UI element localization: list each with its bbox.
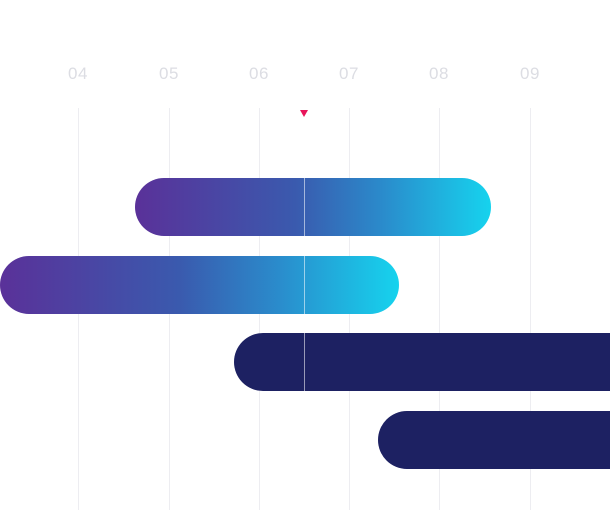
task-bar-2[interactable] [0,256,399,314]
today-marker-icon [300,110,308,117]
today-line-segment [304,333,305,391]
day-label-09: 09 [520,64,540,83]
day-label-07: 07 [339,64,359,83]
gridline-08 [439,108,440,510]
day-label-04: 04 [68,64,88,83]
gridline-09 [530,108,531,510]
today-line-segment [304,256,305,314]
day-label-06: 06 [249,64,269,83]
day-label-05: 05 [159,64,179,83]
task-bar-4[interactable] [378,411,610,469]
today-line-segment [304,178,305,236]
day-label-08: 08 [429,64,449,83]
task-bar-1[interactable] [135,178,491,236]
task-bar-3[interactable] [234,333,610,391]
